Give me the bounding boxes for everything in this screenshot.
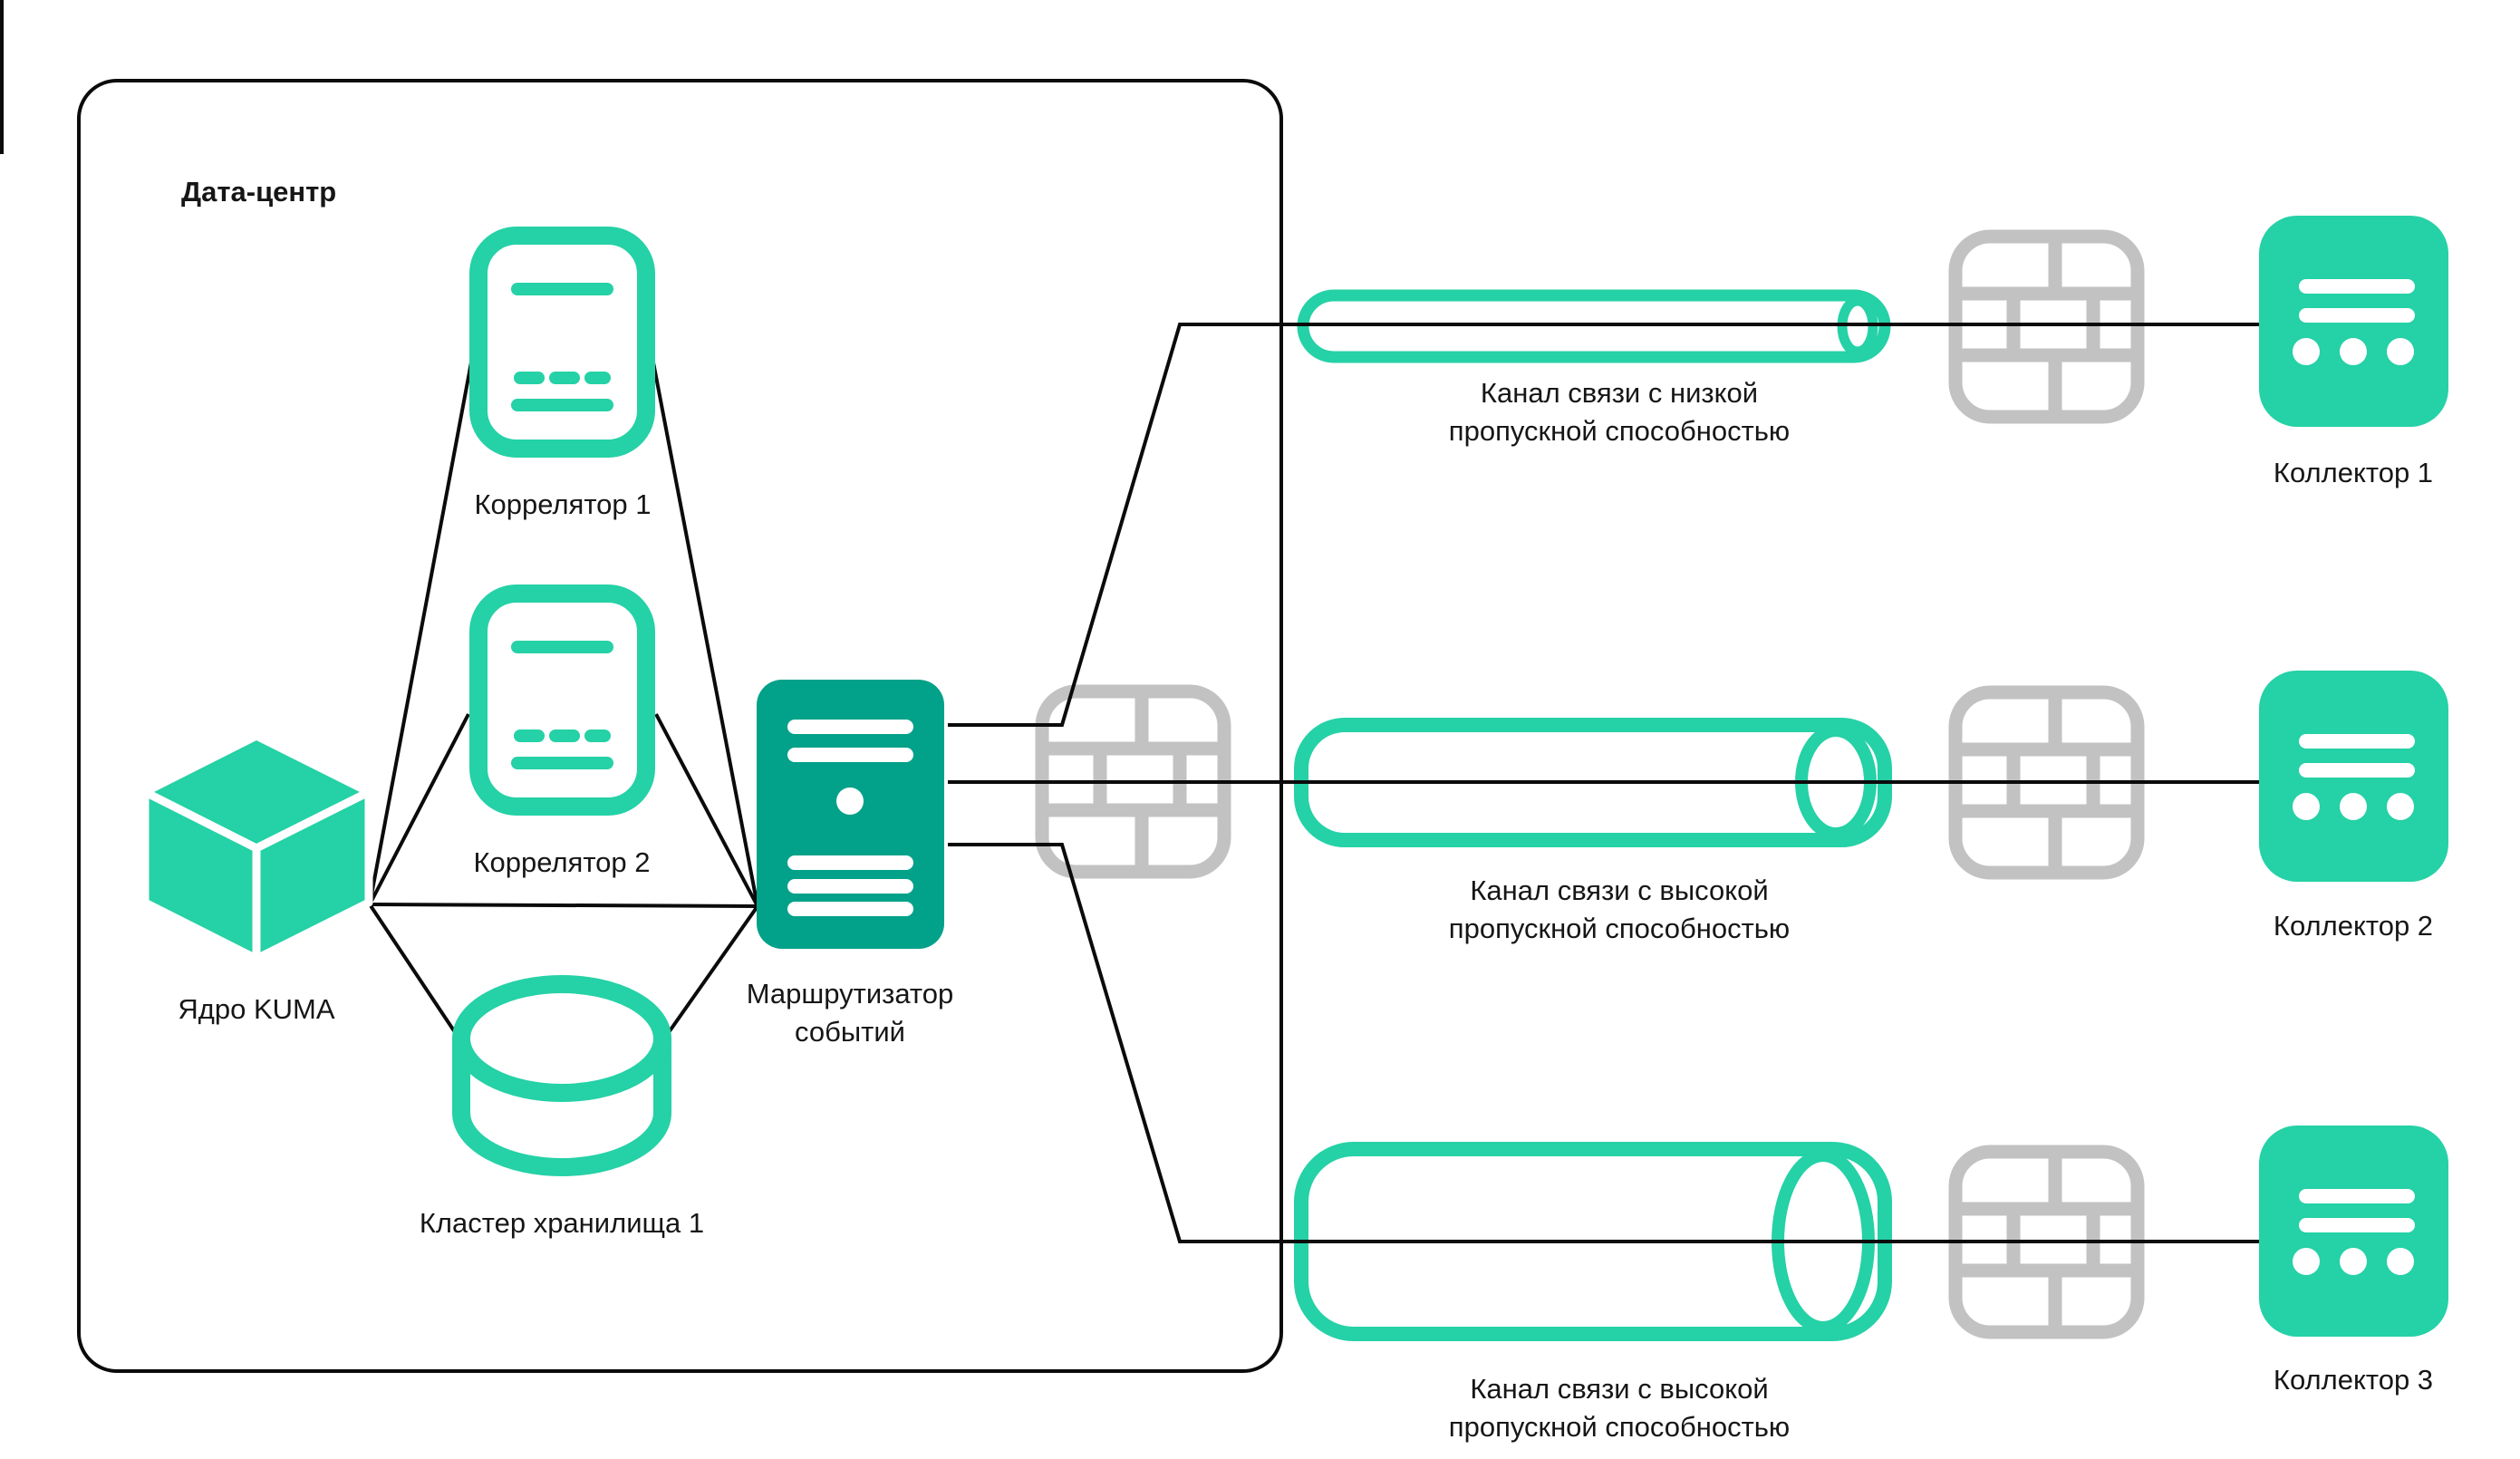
channel-high-middle-label-line1: Канал связи с высокой xyxy=(1470,874,1768,906)
collector2-label: Коллектор 2 xyxy=(2274,910,2433,942)
line-correlator2-core xyxy=(368,713,470,905)
collector3-icon xyxy=(2259,1126,2448,1337)
storage-cluster-database-icon xyxy=(452,975,671,1176)
line-correlator1-router xyxy=(652,362,759,907)
correlator1-document-icon xyxy=(478,236,646,449)
channel-low-label-line1: Канал связи с низкой xyxy=(1481,377,1758,409)
line-correlator2-router xyxy=(654,713,759,907)
collector2-icon xyxy=(2259,671,2448,882)
datacenter-title: Дата-центр xyxy=(181,176,336,208)
event-router-server-icon xyxy=(757,680,944,949)
kuma-core-label: Ядро KUMA xyxy=(178,993,334,1025)
firewall-icon-collector1 xyxy=(1955,237,2138,417)
channel-low-label-line2: пропускной способностью xyxy=(1449,415,1790,447)
line-core-storage xyxy=(368,903,459,1037)
collector3-label: Коллектор 3 xyxy=(2274,1364,2433,1396)
connection-lines xyxy=(368,323,2264,1243)
datacenter-box xyxy=(77,79,1283,1373)
channel-high-bottom-label-line2: пропускной способностью xyxy=(1449,1411,1790,1443)
event-router-label-line2: событий xyxy=(795,1016,905,1048)
correlator2-label: Коррелятор 2 xyxy=(473,846,650,878)
collector1-icon xyxy=(2259,216,2448,427)
line-router-collector1 xyxy=(948,323,2264,727)
line-correlator1-core xyxy=(368,362,473,905)
line-core-router xyxy=(369,903,758,908)
line-router-collector3 xyxy=(948,843,2264,1243)
channel-high-bottom-label-line1: Канал связи с высокой xyxy=(1470,1373,1768,1405)
channel-high-middle-label-line2: пропускной способностью xyxy=(1449,913,1790,944)
correlator1-label: Коррелятор 1 xyxy=(474,488,651,520)
correlator2-document-icon xyxy=(478,594,646,807)
storage-cluster-label: Кластер хранилища 1 xyxy=(420,1207,704,1239)
line-router-storage xyxy=(665,904,759,1037)
event-router-label-line1: Маршрутизатор xyxy=(747,978,954,1010)
collector1-label: Коллектор 1 xyxy=(2274,457,2433,488)
kuma-core-cube-icon xyxy=(140,731,373,963)
